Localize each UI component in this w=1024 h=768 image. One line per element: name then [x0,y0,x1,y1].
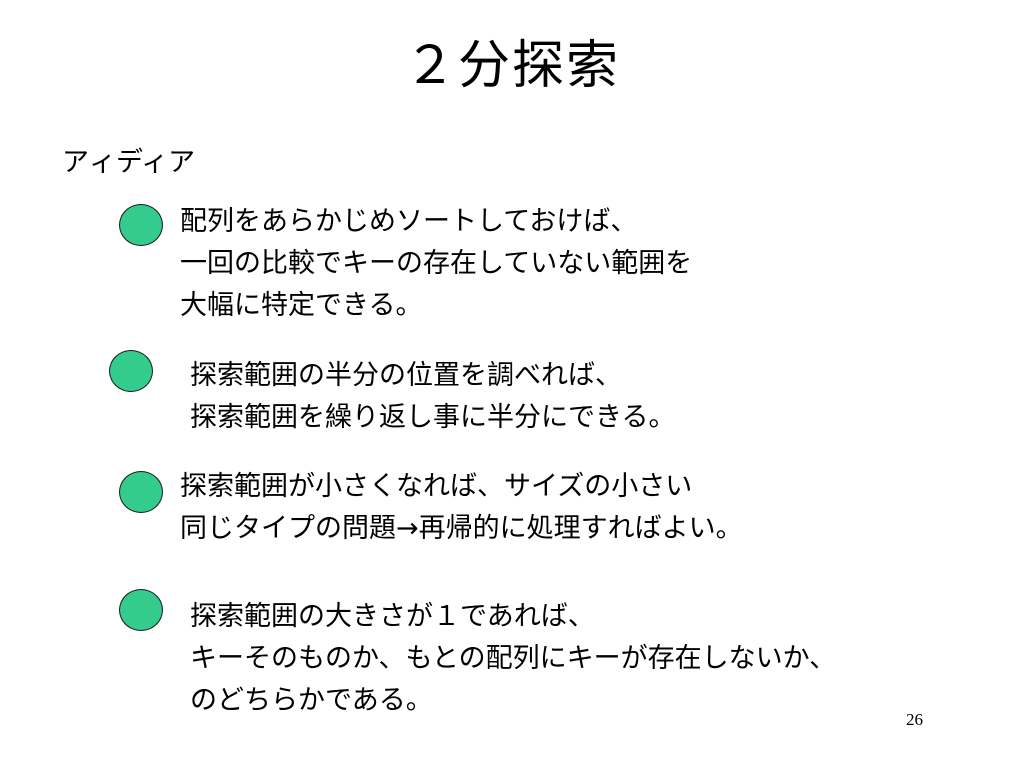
bullet-circle-1 [119,204,163,246]
bullet-circle-3 [119,471,163,513]
bullet-text-4: 探索範囲の大きさが１であれば、 キーそのものか、もとの配列にキーが存在しないか、… [190,596,836,722]
bullet-circle-2 [109,350,153,392]
slide-subtitle: アィディア [62,147,196,178]
bullet-1-line-2: 一回の比較でキーの存在していない範囲を [180,248,693,279]
bullet-text-2: 探索範囲の半分の位置を調べれば、 探索範囲を繰り返し事に半分にできる。 [190,355,675,439]
bullet-3-line-1: 探索範囲が小さくなれば、サイズの小さい [180,471,693,502]
bullet-text-1: 配列をあらかじめソートしておけば、 一回の比較でキーの存在していない範囲を 大幅… [180,201,692,327]
bullet-4-line-3: のどちらかである。 [190,685,433,716]
bullet-1-line-1: 配列をあらかじめソートしておけば、 [180,206,638,237]
bullet-4-line-2: キーそのものか、もとの配列にキーが存在しないか、 [190,643,837,674]
bullet-text-3: 探索範囲が小さくなれば、サイズの小さい 同じタイプの問題→再帰的に処理すればよい… [180,466,743,550]
bullet-4-line-1: 探索範囲の大きさが１であれば、 [190,601,595,632]
bullet-circle-4 [119,589,163,631]
bullet-2-line-1: 探索範囲の半分の位置を調べれば、 [190,360,622,391]
slide-title: ２分探索 [403,36,620,96]
bullet-2-line-2: 探索範囲を繰り返し事に半分にできる。 [190,402,676,433]
bullet-1-line-3: 大幅に特定できる。 [180,290,423,321]
bullet-3-line-2: 同じタイプの問題→再帰的に処理すればよい。 [180,513,743,544]
page-number: 26 [906,710,923,729]
